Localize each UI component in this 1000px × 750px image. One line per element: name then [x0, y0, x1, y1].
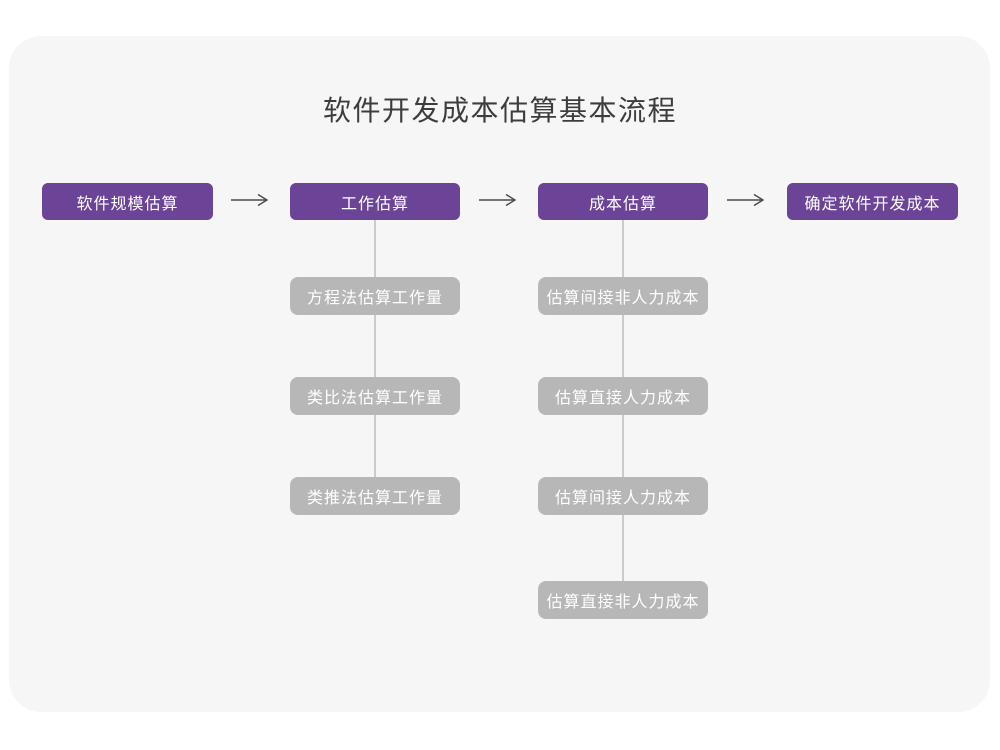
right-arrow-icon — [727, 193, 765, 207]
right-arrow-icon — [479, 193, 517, 207]
page-title: 软件开发成本估算基本流程 — [322, 95, 677, 126]
flow-arrow-3 — [726, 193, 766, 207]
stage-software-size-estimation: 软件规模估算 — [42, 183, 213, 220]
substep-label: 估算直接人力成本 — [554, 390, 691, 407]
substep-indirect-non-labor-cost: 估算间接非人力成本 — [538, 277, 708, 315]
substep-label: 类推法估算工作量 — [306, 490, 443, 507]
diagram-card — [9, 36, 990, 712]
stage-final-development-cost: 确定软件开发成本 — [787, 183, 958, 220]
substep-label: 估算直接非人力成本 — [546, 594, 700, 611]
flow-arrow-2 — [478, 193, 518, 207]
substep-label: 类比法估算工作量 — [306, 390, 443, 407]
stage-effort-estimation: 工作估算 — [290, 183, 460, 220]
substep-extrapolation-method-effort: 类推法估算工作量 — [290, 477, 460, 515]
substep-direct-non-labor-cost: 估算直接非人力成本 — [538, 581, 708, 619]
stage-cost-estimation: 成本估算 — [538, 183, 708, 220]
substep-label: 估算间接非人力成本 — [546, 290, 700, 307]
stage-label: 确定软件开发成本 — [804, 195, 941, 213]
substep-direct-labor-cost: 估算直接人力成本 — [538, 377, 708, 415]
substep-label: 方程法估算工作量 — [306, 290, 443, 307]
substep-indirect-labor-cost: 估算间接人力成本 — [538, 477, 708, 515]
connector-line-effort-column — [374, 219, 376, 481]
stage-label: 工作估算 — [340, 195, 409, 213]
stage-label: 软件规模估算 — [76, 195, 179, 213]
flow-arrow-1 — [230, 193, 270, 207]
substep-equation-method-effort: 方程法估算工作量 — [290, 277, 460, 315]
right-arrow-icon — [231, 193, 269, 207]
stage-label: 成本估算 — [588, 195, 657, 213]
substep-analogy-method-effort: 类比法估算工作量 — [290, 377, 460, 415]
substep-label: 估算间接人力成本 — [554, 490, 691, 507]
